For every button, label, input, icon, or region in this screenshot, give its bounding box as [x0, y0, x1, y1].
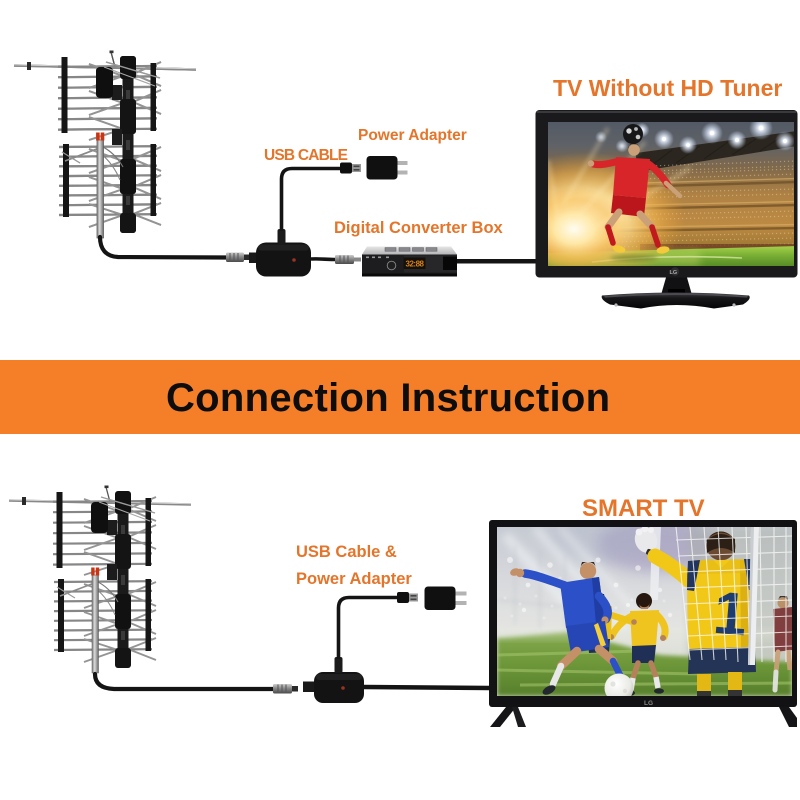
svg-text:SMART TV: SMART TV: [582, 495, 705, 522]
svg-text:32:88: 32:88: [406, 260, 425, 269]
svg-text:USB Cable &: USB Cable &: [296, 543, 397, 561]
svg-text:USB CABLE: USB CABLE: [264, 147, 348, 164]
svg-text:LG: LG: [670, 270, 678, 276]
svg-text:LG: LG: [644, 700, 653, 707]
svg-text:Digital Converter Box: Digital Converter Box: [334, 219, 504, 237]
svg-text:Power Adapter: Power Adapter: [296, 570, 412, 588]
svg-text:TV Without HD Tuner: TV Without HD Tuner: [553, 75, 782, 101]
svg-text:Power Adapter: Power Adapter: [358, 127, 467, 144]
svg-text:Connection Instruction: Connection Instruction: [166, 376, 610, 420]
svg-text:1: 1: [711, 579, 750, 649]
